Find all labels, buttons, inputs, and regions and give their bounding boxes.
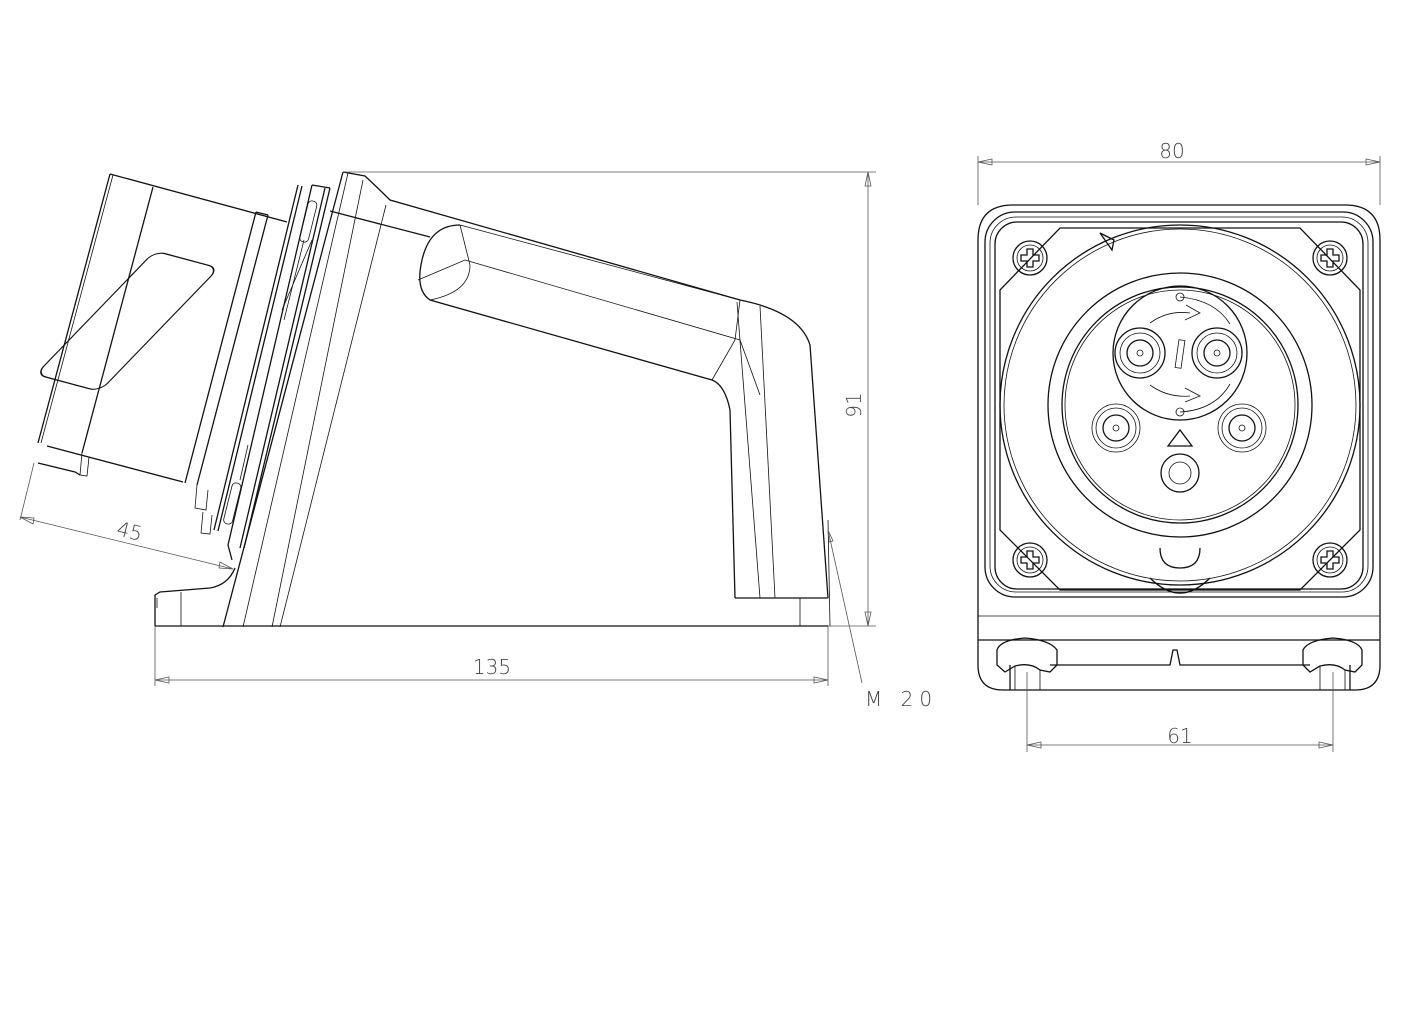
flange xyxy=(213,184,431,561)
rotate-arrow-icon xyxy=(1149,384,1201,403)
dim-hole-spacing-label: 61 xyxy=(1167,724,1192,748)
rotate-arrow-icon xyxy=(1149,304,1201,324)
plug-body xyxy=(37,173,288,535)
dim-height-label: 91 xyxy=(842,392,866,417)
front-view: 80 61 xyxy=(977,139,1381,752)
lock-arrow-icon xyxy=(1099,232,1115,252)
screw-icon xyxy=(1012,240,1048,276)
socket-ring xyxy=(999,224,1361,594)
thread-label: M 20 xyxy=(865,687,938,711)
side-view: 135 91 45 M 20 xyxy=(19,171,938,711)
screw-icon xyxy=(1312,542,1348,578)
dimension-61: 61 xyxy=(1026,672,1334,752)
screw-icon xyxy=(1312,240,1348,276)
outer-frame xyxy=(977,204,1381,691)
thread-callout: M 20 xyxy=(827,529,938,711)
pin-socket xyxy=(1217,403,1267,453)
pin-insert xyxy=(1091,285,1267,493)
dimension-80: 80 xyxy=(977,139,1381,205)
dim-length-label: 135 xyxy=(473,655,511,679)
pin-socket xyxy=(1114,327,1166,379)
mounting-lugs xyxy=(996,637,1363,690)
pin-socket xyxy=(1091,403,1141,453)
dimension-91: 91 xyxy=(343,171,876,627)
screw-icon xyxy=(1012,542,1048,578)
dim-plug-depth-label: 45 xyxy=(114,516,145,545)
screws xyxy=(1012,240,1348,578)
pin-socket xyxy=(1191,327,1243,379)
dimension-45: 45 xyxy=(19,462,234,570)
triangle-marker-icon xyxy=(1166,428,1194,447)
base-plate xyxy=(154,567,828,627)
dimension-135: 135 xyxy=(154,626,829,686)
housing xyxy=(222,171,831,628)
dim-width-label: 80 xyxy=(1159,139,1184,163)
plug-window xyxy=(40,252,215,390)
